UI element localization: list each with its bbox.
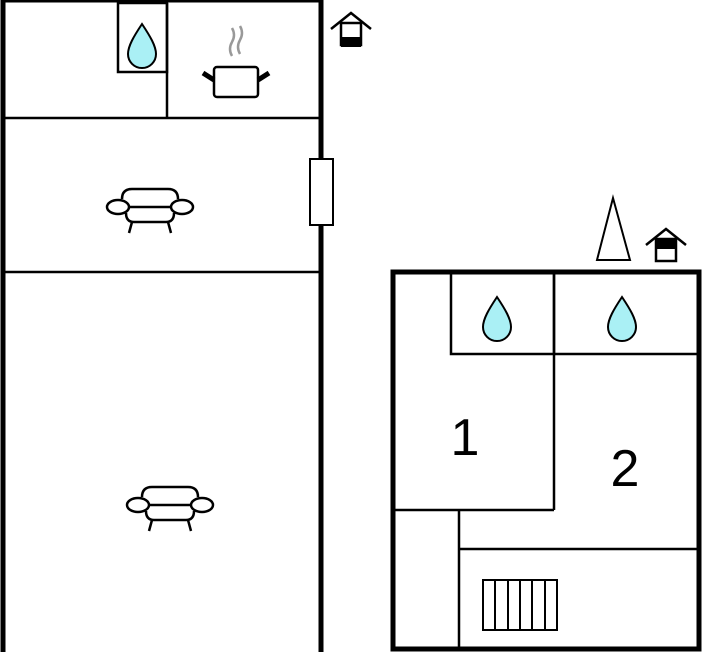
window-icon: [309, 158, 334, 226]
sofa-icon: [125, 485, 215, 533]
left-building: [0, 0, 334, 652]
house-icon: [329, 11, 373, 47]
house-icon: [644, 227, 688, 263]
water-drop-icon: [607, 296, 637, 342]
sofa-icon: [105, 187, 195, 235]
room-label: 2: [611, 440, 640, 498]
room-label: 1: [451, 409, 480, 467]
tree-icon: [595, 194, 632, 261]
water-drop-icon: [482, 296, 512, 342]
water-drop-icon: [127, 23, 157, 69]
shower-box: [116, 1, 169, 74]
radiator-icon: [482, 579, 558, 631]
outer-wall: [0, 0, 324, 652]
right-building: 1 2: [390, 269, 702, 652]
cooking-pot-icon: [201, 25, 271, 99]
